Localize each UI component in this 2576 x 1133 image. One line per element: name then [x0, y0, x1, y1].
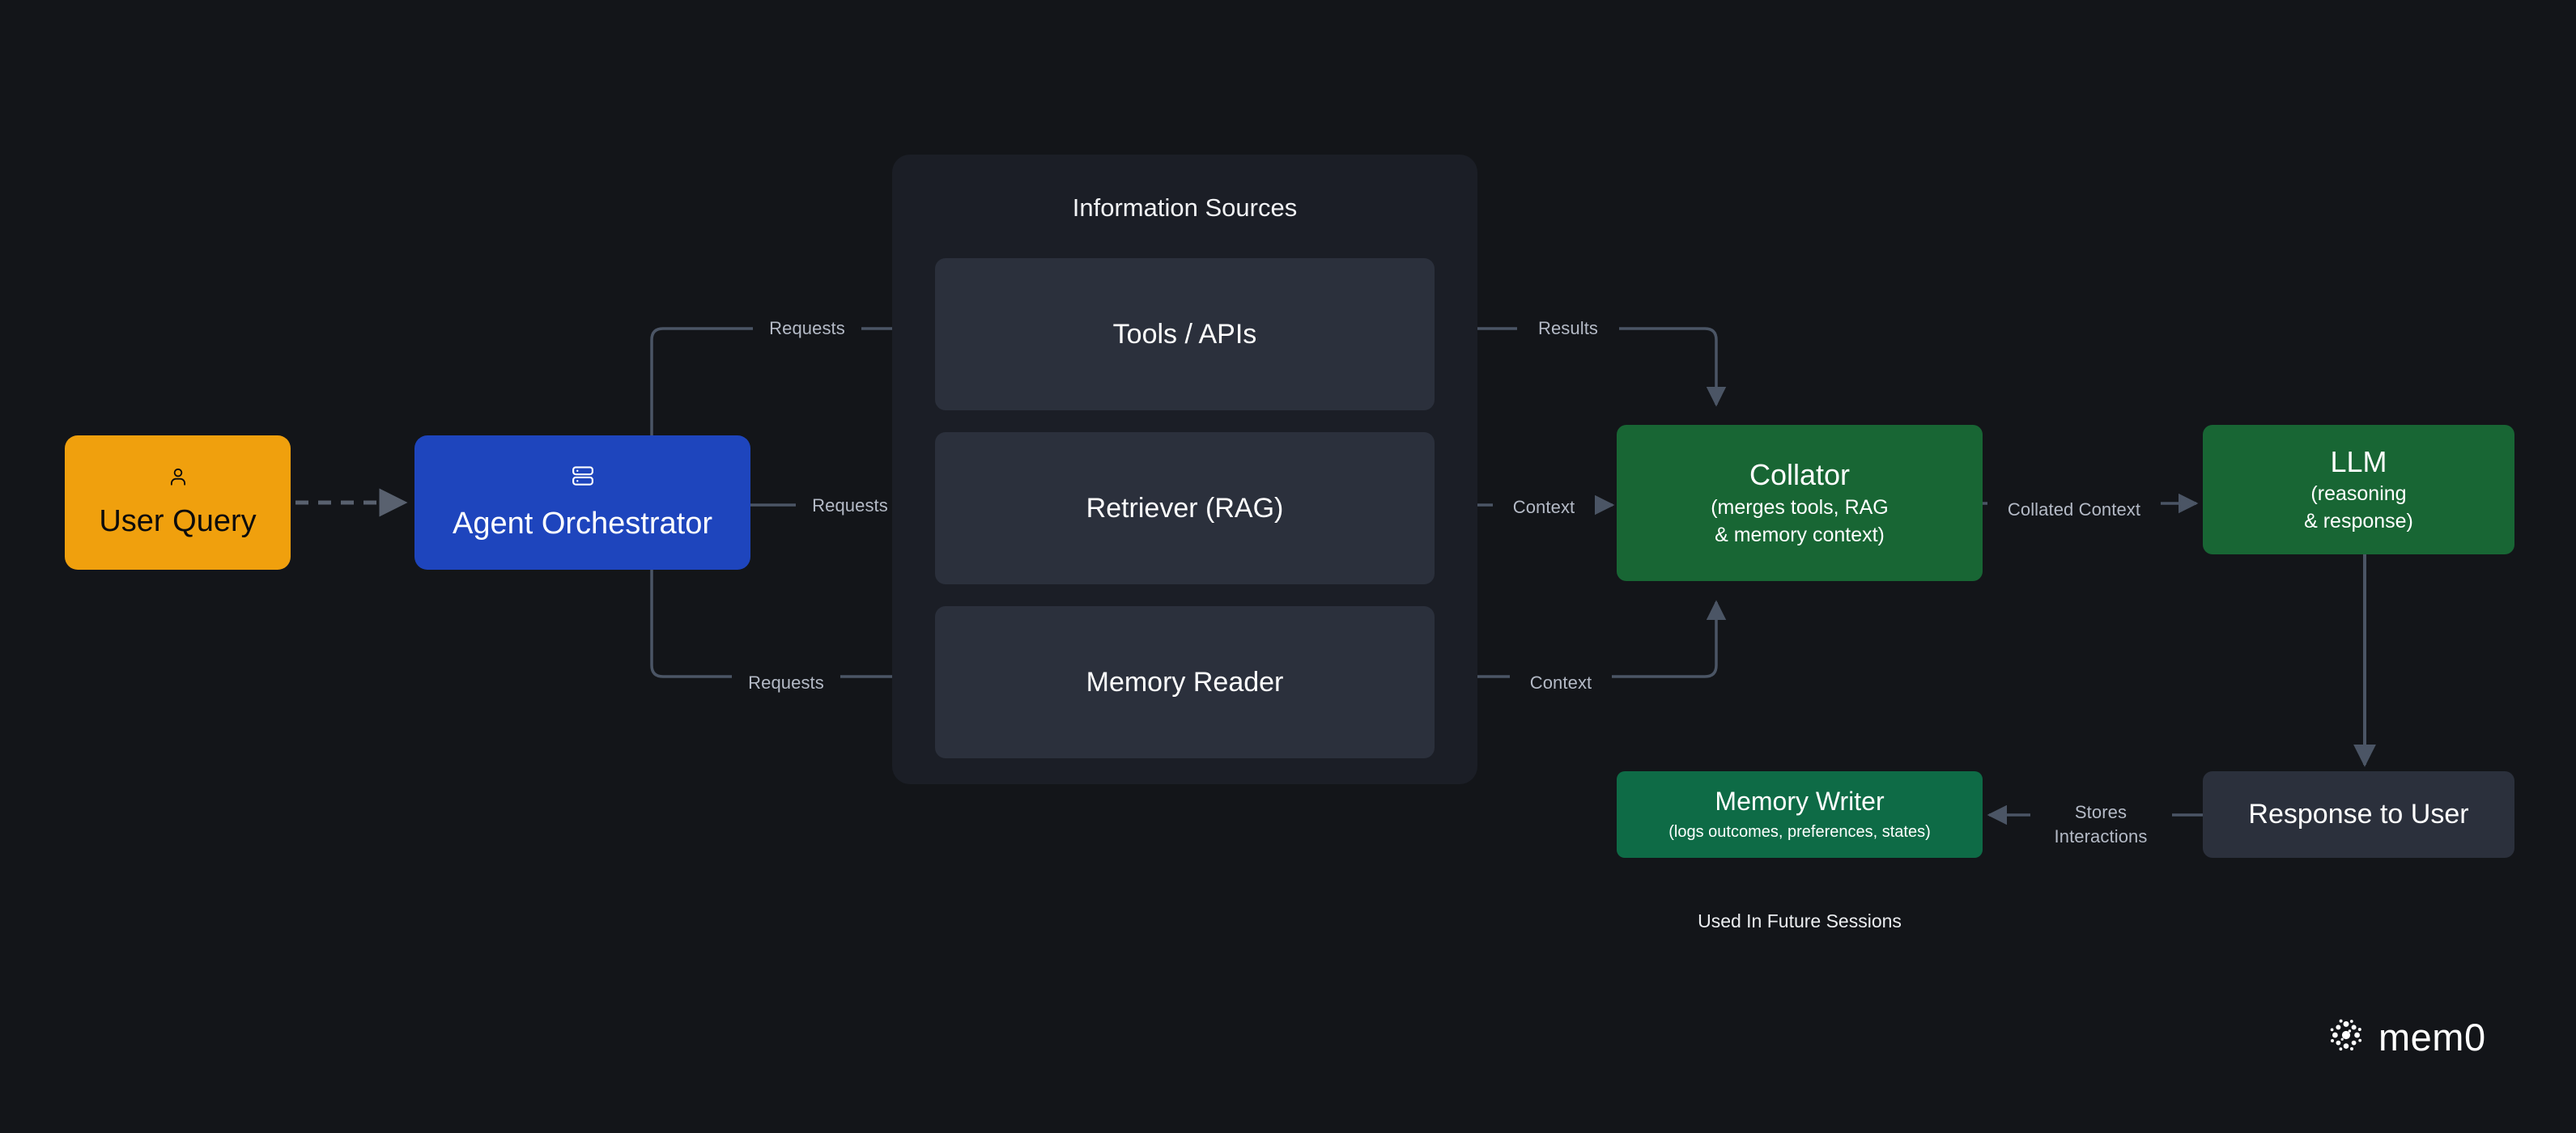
node-memory-writer[interactable]: Memory Writer (logs outcomes, preference…: [1617, 771, 1983, 858]
edge-label-requests-retriever: Requests: [812, 495, 888, 516]
panel-information-sources: Information Sources Tools / APIs Retriev…: [892, 155, 1477, 784]
edge-label-results: Results: [1537, 318, 1599, 338]
caption-used-in-future-sessions: Used In Future Sessions: [1698, 910, 1902, 931]
edge-orchestrator-to-memory-reader: [650, 570, 732, 678]
node-response-to-user-label: Response to User: [2248, 799, 2469, 830]
card-retriever-rag[interactable]: Retriever (RAG): [935, 432, 1435, 584]
edge-label-context-memory: Context: [1529, 673, 1592, 693]
node-collator-subtitle-line-2: & memory context): [1715, 523, 1885, 546]
edge-label-context-retriever: Context: [1512, 497, 1575, 517]
user-icon: [168, 465, 189, 492]
node-collator-subtitle-line-1: (merges tools, RAG: [1711, 495, 1889, 519]
mem0-radial-dots-logo-icon: [2327, 1016, 2366, 1059]
node-llm[interactable]: LLM (reasoning & response): [2203, 425, 2514, 554]
edge-label-requests-memory: Requests: [748, 673, 824, 693]
card-tools-apis-label: Tools / APIs: [1112, 318, 1257, 350]
edge-label-stores-interactions: Stores Interactions: [2034, 800, 2168, 848]
edge-orchestrator-to-tools: [650, 327, 753, 435]
brand-mem0: mem0: [2327, 1016, 2486, 1059]
card-memory-reader[interactable]: Memory Reader: [935, 606, 1435, 758]
node-user-query[interactable]: User Query: [65, 435, 291, 570]
edge-label-collated-context: Collated Context: [2007, 499, 2141, 520]
edge-label-requests-tools: Requests: [769, 318, 845, 338]
card-tools-apis[interactable]: Tools / APIs: [935, 258, 1435, 410]
edge-label-stores-interactions-line-1: Stores: [2074, 802, 2128, 822]
node-memory-writer-subtitle: (logs outcomes, preferences, states): [1668, 822, 1931, 841]
server-stack-icon: [571, 463, 595, 493]
node-llm-label: LLM: [2330, 444, 2387, 478]
node-agent-orchestrator-label: Agent Orchestrator: [452, 507, 713, 541]
edge-memory-reader-to-collator-2: [1612, 600, 1727, 678]
node-llm-subtitle-line-2: & response): [2304, 510, 2413, 533]
node-user-query-label: User Query: [99, 504, 257, 539]
node-memory-writer-label: Memory Writer: [1715, 786, 1885, 816]
mem0-wordmark: mem0: [2378, 1016, 2486, 1059]
edge-label-stores-interactions-line-2: Interactions: [2054, 825, 2148, 847]
node-collator-label: Collator: [1749, 458, 1851, 492]
node-llm-subtitle-line-1: (reasoning: [2310, 482, 2407, 506]
edge-tools-to-collator-2: [1619, 327, 1727, 407]
node-response-to-user[interactable]: Response to User: [2203, 771, 2514, 858]
card-memory-reader-label: Memory Reader: [1086, 666, 1284, 698]
panel-information-sources-title: Information Sources: [1072, 193, 1298, 222]
node-agent-orchestrator[interactable]: Agent Orchestrator: [414, 435, 750, 570]
card-retriever-rag-label: Retriever (RAG): [1086, 492, 1284, 524]
node-collator[interactable]: Collator (merges tools, RAG & memory con…: [1617, 425, 1983, 581]
